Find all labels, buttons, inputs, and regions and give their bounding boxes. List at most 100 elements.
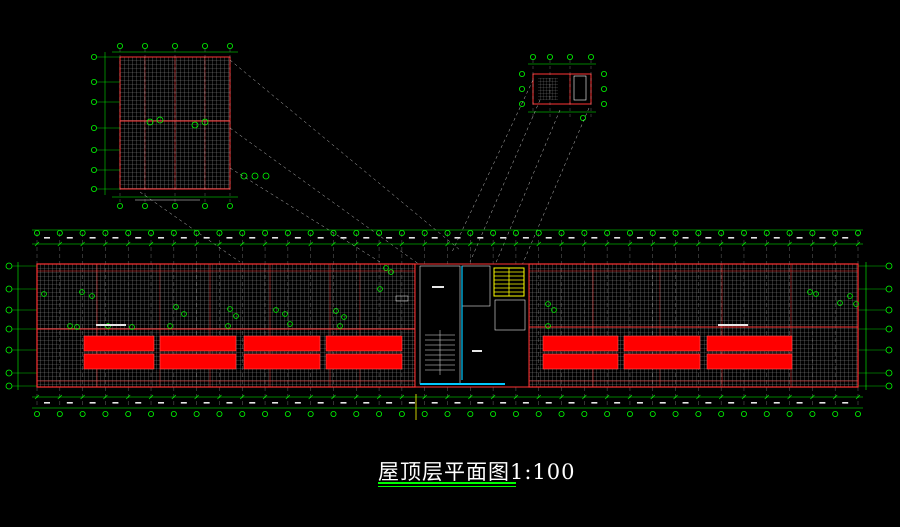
dim-tick xyxy=(240,241,245,247)
dim-tick xyxy=(855,394,861,400)
axis-bubble xyxy=(91,79,98,86)
dim-tick xyxy=(103,394,108,400)
dim-text xyxy=(226,237,233,239)
drain-icon xyxy=(67,323,73,329)
axis-bubble xyxy=(467,229,474,236)
dim-text xyxy=(500,237,507,239)
axis-bubble xyxy=(786,229,793,236)
central-core xyxy=(414,263,530,420)
axis-bubble xyxy=(102,410,109,417)
axis-bubble xyxy=(5,346,13,354)
drain-icon xyxy=(74,324,80,330)
axis-bubble xyxy=(117,43,124,50)
axis-bubble xyxy=(467,410,474,417)
axis-bubble xyxy=(588,54,595,61)
dim-tick xyxy=(787,394,792,400)
detail-left-drains xyxy=(146,116,270,180)
dim-tick xyxy=(171,241,177,247)
axis-bubble xyxy=(91,54,98,61)
axis-bubble xyxy=(718,229,725,236)
dim-text xyxy=(750,237,757,239)
drain-icon xyxy=(551,307,557,313)
dim-text xyxy=(773,402,780,404)
axis-bubble xyxy=(809,410,816,417)
roof-slab xyxy=(159,335,237,352)
dim-text xyxy=(522,402,529,404)
drain-icon xyxy=(853,301,859,307)
dim-tick xyxy=(285,394,291,400)
dim-tick xyxy=(855,241,861,247)
dim-text xyxy=(682,237,689,239)
dim-tick xyxy=(57,241,63,247)
drain-icon xyxy=(282,311,288,317)
dim-text xyxy=(728,402,735,404)
axis-bubble xyxy=(201,202,208,209)
dim-tick xyxy=(262,241,268,247)
axis-bubble xyxy=(262,410,269,417)
dim-tick xyxy=(718,241,724,247)
detail-plan-left xyxy=(91,43,270,209)
axis-bubble xyxy=(581,410,588,417)
dim-tick xyxy=(787,241,792,247)
dim-tick xyxy=(604,394,610,400)
axis-bubble xyxy=(885,306,893,314)
dim-tick xyxy=(148,241,154,247)
dim-text xyxy=(705,402,712,404)
drain-icon xyxy=(545,301,551,307)
dim-tick xyxy=(34,241,40,247)
drain-icon xyxy=(813,291,819,297)
dim-text xyxy=(477,402,484,404)
axis-bubble xyxy=(170,410,177,417)
axis-bubble xyxy=(5,285,13,293)
drain-icon xyxy=(225,323,231,329)
axis-bubble xyxy=(307,410,314,417)
axis-bubble xyxy=(567,54,574,61)
drain-icon xyxy=(287,321,293,327)
drain-icon xyxy=(377,286,383,292)
roof-slabs xyxy=(83,335,793,370)
roof-slab xyxy=(83,335,155,352)
drain-icon xyxy=(807,289,813,295)
detail-right-axis-grid xyxy=(519,54,608,122)
dim-text xyxy=(408,402,415,404)
axis-bubble xyxy=(193,229,200,236)
axis-bubble xyxy=(626,229,633,236)
axis-bubble xyxy=(262,229,269,236)
drain-icon xyxy=(227,306,233,312)
dim-tick xyxy=(308,241,313,247)
axis-bubble xyxy=(353,229,360,236)
detail-right-room xyxy=(573,75,587,101)
axis-bubble xyxy=(763,229,770,236)
dim-text xyxy=(249,402,256,404)
dim-tick xyxy=(468,394,473,400)
axis-bubble xyxy=(512,410,519,417)
roof-slab xyxy=(325,353,403,370)
dim-text xyxy=(294,402,301,404)
dim-tick xyxy=(331,394,336,400)
dim-tick xyxy=(331,241,336,247)
axis-bubble xyxy=(855,229,862,236)
dim-text xyxy=(294,237,301,239)
dim-text xyxy=(591,237,598,239)
dim-text xyxy=(180,237,187,239)
drain-icon xyxy=(173,304,179,310)
dim-tick xyxy=(194,241,199,247)
dim-text xyxy=(568,402,575,404)
dim-tick xyxy=(627,241,633,247)
lower-stair-treads xyxy=(425,330,455,375)
axis-bubble xyxy=(148,229,155,236)
dim-tick xyxy=(741,394,747,400)
dim-tick xyxy=(422,241,427,247)
dim-text xyxy=(431,402,438,404)
dim-text xyxy=(614,237,621,239)
drain-icon xyxy=(545,323,551,329)
axis-bubble xyxy=(885,285,893,293)
dim-text xyxy=(659,237,666,239)
axis-bubble xyxy=(855,410,862,417)
axis-bubble xyxy=(398,229,405,236)
axis-bubble xyxy=(581,229,588,236)
dim-tick xyxy=(559,394,564,400)
axis-bubble xyxy=(91,185,98,192)
detail-plan-right xyxy=(519,54,608,122)
